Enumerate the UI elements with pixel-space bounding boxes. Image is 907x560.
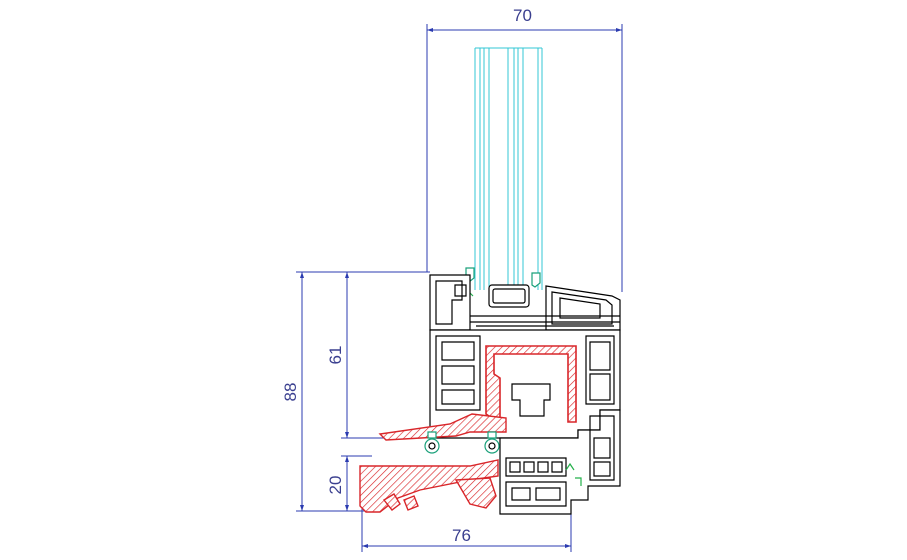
dimension-top-width-label: 70	[513, 6, 532, 25]
dimension-sill-height-label: 20	[326, 476, 345, 495]
sash-drip-seal	[378, 413, 507, 441]
dimension-total-height: 88	[281, 271, 430, 512]
dimension-sash-height-label: 61	[326, 346, 345, 365]
bulb-gaskets	[424, 431, 500, 454]
glazing-unit	[474, 47, 543, 308]
frame-profile	[499, 409, 621, 515]
dimension-sash-height: 61	[326, 271, 400, 439]
dimension-total-height-label: 88	[281, 383, 300, 402]
dimension-top-width: 70	[426, 6, 623, 292]
dimension-bottom-width-label: 76	[452, 526, 471, 545]
dimension-sill-height: 20	[326, 455, 372, 511]
sill-extension	[359, 459, 499, 513]
